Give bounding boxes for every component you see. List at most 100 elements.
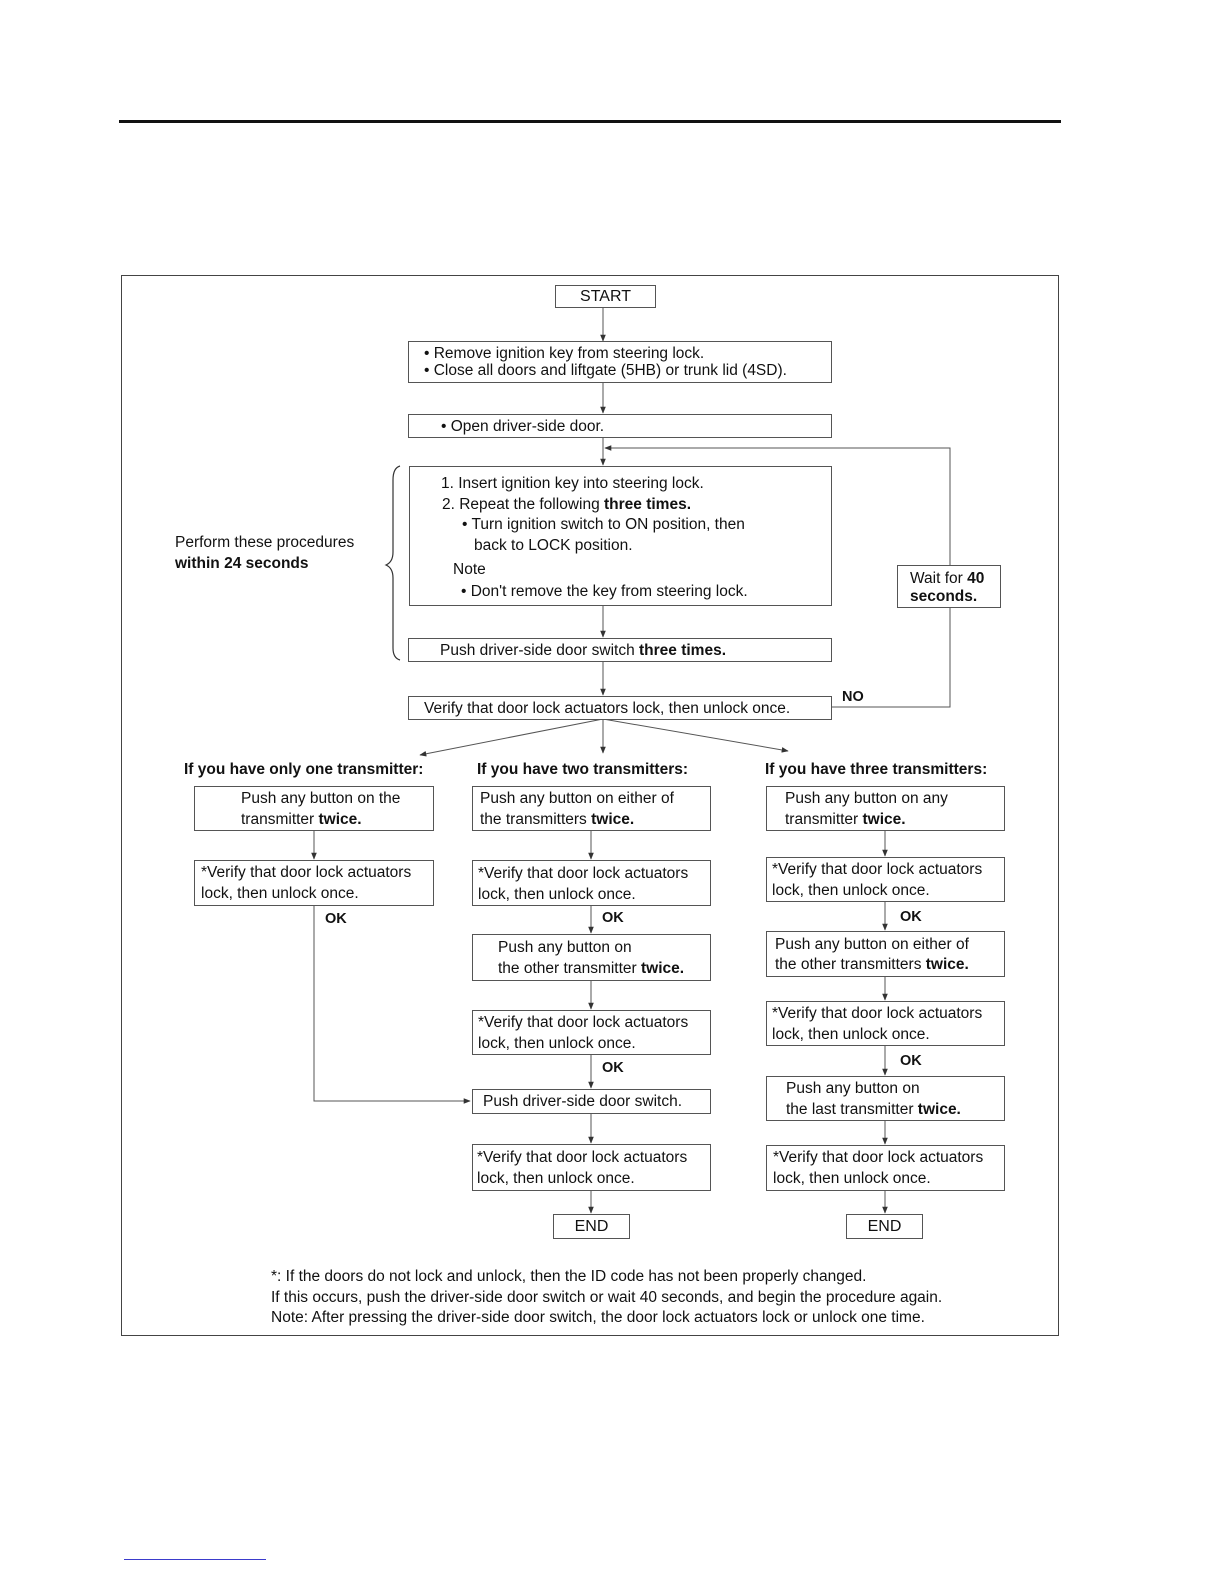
wait-node: Wait for 40 seconds. <box>897 565 1001 608</box>
c2-ok2: OK <box>602 1060 624 1076</box>
heading-one-transmitter: If you have only one transmitter: <box>184 761 424 778</box>
c3-push1-line2: transmitter twice. <box>785 810 906 830</box>
no-loop-lower <box>831 608 951 708</box>
wait-number: 40 <box>967 570 985 587</box>
c1-push-line2: transmitter twice. <box>241 810 362 830</box>
branch-one <box>419 718 604 757</box>
step-insert-line4: back to LOCK position. <box>474 537 633 554</box>
c3-verify2-line1: *Verify that door lock actuators <box>772 1005 983 1022</box>
c2-verify1-line2: lock, then unlock once. <box>478 886 636 903</box>
c1-verify-line1: *Verify that door lock actuators <box>201 864 412 881</box>
c3-verify1: *Verify that door lock actuators lock, t… <box>766 857 1005 902</box>
c3-verify2-line2: lock, then unlock once. <box>772 1026 930 1043</box>
c1-ok: OK <box>325 911 347 927</box>
c3-push2-line2: the other transmitters twice. <box>775 955 969 975</box>
wait-text: Wait for <box>910 570 968 587</box>
footnote-line3: Note: After pressing the driver-side doo… <box>271 1309 925 1326</box>
step-remove-key: • Remove ignition key from steering lock… <box>408 341 832 383</box>
step-insert-line2-bold: three times. <box>604 496 692 513</box>
heading-two-transmitters: If you have two transmitters: <box>477 761 689 778</box>
c2-push1-line2: the transmitters twice. <box>480 810 634 830</box>
c2-verify3-line2: lock, then unlock once. <box>477 1170 635 1187</box>
start-label: START <box>580 288 631 305</box>
verify-main-text: Verify that door lock actuators lock, th… <box>424 700 791 717</box>
bracket-label-line1: Perform these procedures <box>175 534 355 551</box>
c3-ok2: OK <box>900 1053 922 1069</box>
c3-end-node: END <box>846 1214 923 1239</box>
c2-push-switch-text: Push driver-side door switch. <box>483 1093 682 1110</box>
c2-push1-bold: twice. <box>591 811 635 828</box>
c2-end-node: END <box>553 1214 630 1239</box>
start-node: START <box>555 285 656 308</box>
c3-push2-line1: Push any button on either of <box>775 936 969 953</box>
c2-push1-line1: Push any button on either of <box>480 790 674 807</box>
c1-push-bold: twice. <box>318 811 362 828</box>
c2-ok1: OK <box>602 910 624 926</box>
step-insert-note: Note <box>453 561 486 578</box>
c2-verify1: *Verify that door lock actuators lock, t… <box>472 860 711 906</box>
footnote-line1: *: If the doors do not lock and unlock, … <box>271 1268 867 1285</box>
header-rule <box>119 120 1061 123</box>
bracket-label-line2: within 24 seconds <box>175 555 309 572</box>
curly-brace <box>384 465 401 661</box>
step-open-door: • Open driver-side door. <box>408 414 832 438</box>
c1-push-text: transmitter <box>241 811 319 828</box>
step-push-switch-three: Push driver-side door switch three times… <box>408 638 832 662</box>
footnote-line2: If this occurs, push the driver-side doo… <box>271 1289 943 1306</box>
c2-verify3-line1: *Verify that door lock actuators <box>477 1149 688 1166</box>
c3-push3-text: the last transmitter <box>786 1101 918 1118</box>
c2-push1: Push any button on either of the transmi… <box>472 786 711 831</box>
step-push-switch-three-text: Push driver-side door switch three times… <box>440 641 726 661</box>
c3-end-label: END <box>867 1218 902 1235</box>
step-insert-line5: • Don't remove the key from steering loc… <box>461 583 748 600</box>
c3-push3-line1: Push any button on <box>786 1080 920 1097</box>
no-loop-upper <box>604 445 951 565</box>
step-insert-key: 1. Insert ignition key into steering loc… <box>409 466 832 606</box>
c2-verify2-line1: *Verify that door lock actuators <box>478 1014 689 1031</box>
c3-verify3-line2: lock, then unlock once. <box>773 1170 931 1187</box>
step-insert-line2: 2. Repeat the following three times. <box>442 495 691 515</box>
flowchart-frame <box>121 275 1059 1336</box>
c3-push1-text: transmitter <box>785 811 863 828</box>
c1-verify: *Verify that door lock actuators lock, t… <box>194 860 434 906</box>
c1-verify-line2: lock, then unlock once. <box>201 885 359 902</box>
c1-push: Push any button on the transmitter twice… <box>194 786 434 831</box>
c3-verify2: *Verify that door lock actuators lock, t… <box>766 1001 1005 1046</box>
c3-push3-line2: the last transmitter twice. <box>786 1100 961 1120</box>
c2-verify2: *Verify that door lock actuators lock, t… <box>472 1010 711 1055</box>
branch-three <box>602 718 789 753</box>
step-insert-line2-text: 2. Repeat the following <box>442 496 604 513</box>
step-push-switch-bold: three times. <box>639 642 727 659</box>
wait-line1: Wait for 40 <box>910 569 984 589</box>
c1-push-line1: Push any button on the <box>241 790 401 807</box>
c2-verify3: *Verify that door lock actuators lock, t… <box>472 1144 711 1191</box>
c3-push1-line1: Push any button on any <box>785 790 948 807</box>
c3-push2-text: the other transmitters <box>775 956 926 973</box>
bottom-link-underline <box>124 1559 266 1560</box>
wait-line2: seconds. <box>910 588 978 605</box>
c2-push2: Push any button on the other transmitter… <box>472 934 711 981</box>
c3-push1: Push any button on any transmitter twice… <box>766 786 1005 831</box>
c3-verify3-line1: *Verify that door lock actuators <box>773 1149 984 1166</box>
c3-push1-bold: twice. <box>862 811 906 828</box>
verify-main: Verify that door lock actuators lock, th… <box>408 696 832 720</box>
c2-verify1-line1: *Verify that door lock actuators <box>478 865 689 882</box>
heading-three-transmitters: If you have three transmitters: <box>765 761 988 778</box>
c2-push1-text: the transmitters <box>480 811 592 828</box>
c3-verify1-line1: *Verify that door lock actuators <box>772 861 983 878</box>
step-insert-line1: 1. Insert ignition key into steering loc… <box>441 475 704 492</box>
c3-push3-bold: twice. <box>917 1101 961 1118</box>
c2-push-switch: Push driver-side door switch. <box>472 1089 711 1114</box>
c2-push2-line2: the other transmitter twice. <box>498 959 684 979</box>
step-insert-line3: • Turn ignition switch to ON position, t… <box>462 516 745 533</box>
c2-push2-bold: twice. <box>641 960 685 977</box>
step-open-door-text: • Open driver-side door. <box>441 418 605 435</box>
c2-push2-line1: Push any button on <box>498 939 632 956</box>
c2-end-label: END <box>574 1218 609 1235</box>
step-remove-key-line1: • Remove ignition key from steering lock… <box>424 345 705 362</box>
no-label: NO <box>842 689 864 705</box>
c3-verify3: *Verify that door lock actuators lock, t… <box>766 1145 1005 1191</box>
c3-push2-bold: twice. <box>925 956 969 973</box>
c2-verify2-line2: lock, then unlock once. <box>478 1035 636 1052</box>
